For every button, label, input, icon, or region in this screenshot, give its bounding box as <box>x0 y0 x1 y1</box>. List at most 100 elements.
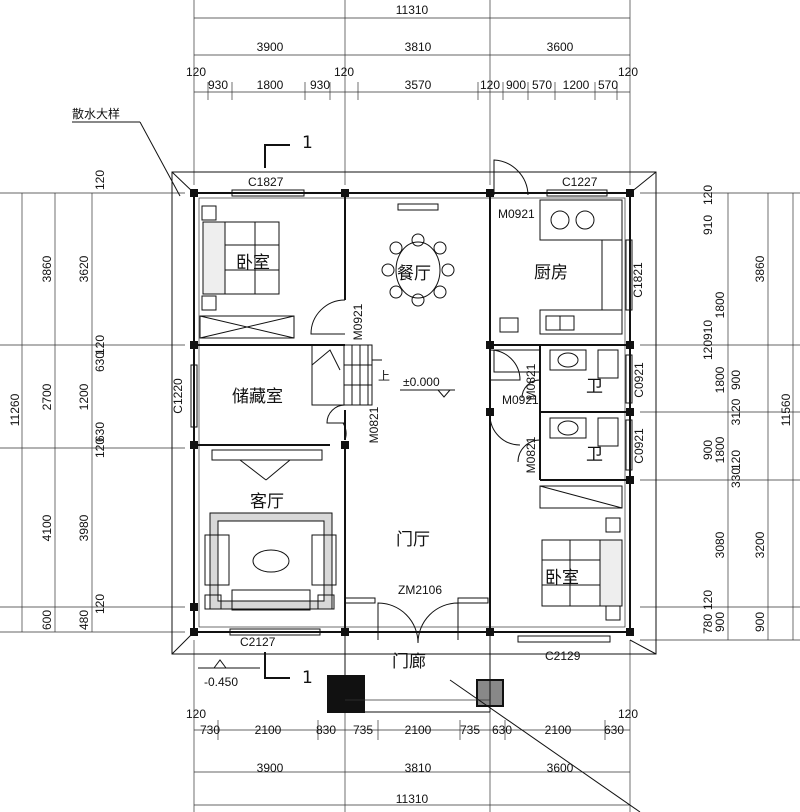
windows <box>190 189 633 643</box>
right-inner-dim-1: 1800 <box>713 291 727 318</box>
top-detail-dim-9: 570 <box>532 78 552 92</box>
detail-leader-line <box>139 121 181 197</box>
left-outer-dim-3: 4100 <box>40 514 54 541</box>
top-bay-dim-3: 3600 <box>547 40 574 54</box>
door-code-kitchen: M0921 <box>498 207 535 221</box>
room-label-hall: 门厅 <box>396 530 430 550</box>
bottom-detail-dim-1: 120 <box>186 707 206 721</box>
door-code-bedroom: M0921 <box>351 303 365 340</box>
bedroom-nw-furniture <box>199 205 295 339</box>
kitchen-fixtures <box>499 199 623 335</box>
right-inner-dim-4: 3080 <box>713 531 727 558</box>
right-small-dim-2: 910 <box>701 215 715 235</box>
top-detail-dim-4: 930 <box>310 78 330 92</box>
bottom-detail-dim-5: 735 <box>353 723 373 737</box>
room-label-storage: 储藏室 <box>232 387 283 407</box>
bottom-bay-dim-2: 3810 <box>405 761 432 775</box>
top-detail-dim-2: 930 <box>208 78 228 92</box>
left-inner-dim-3: 3980 <box>77 514 91 541</box>
top-detail-dim-10: 1200 <box>563 78 590 92</box>
top-detail-dim-5: 120 <box>334 65 354 79</box>
room-label-bath-2: 卫 <box>586 445 603 465</box>
right-outer-dim-2: 3200 <box>753 531 767 558</box>
door-code-bath-1b: M0921 <box>502 393 539 407</box>
left-dimensions <box>0 192 185 633</box>
apron-outline <box>171 171 657 655</box>
room-label-living: 客厅 <box>250 492 284 512</box>
right-small-dim-4: 120 <box>701 340 715 360</box>
room-label-dining: 餐厅 <box>397 264 431 284</box>
window-code-bottom-right: C2129 <box>545 649 581 663</box>
left-outer-dim-1: 3860 <box>40 255 54 282</box>
left-small-dim-3: 630 <box>93 352 107 372</box>
window-code-top-right: C1227 <box>562 175 598 189</box>
right-small-dim-5: 900 <box>729 370 743 390</box>
living-room-furniture <box>204 449 337 611</box>
columns <box>190 189 634 636</box>
window-code-bath-2: C0921 <box>632 428 646 464</box>
left-outer-dim-2: 2700 <box>40 383 54 410</box>
bottom-detail-dim-7: 735 <box>460 723 480 737</box>
top-bay-dim-1: 3900 <box>257 40 284 54</box>
window-code-top-left: C1827 <box>248 175 284 189</box>
bottom-total-dim: 11310 <box>396 792 429 806</box>
top-detail-dim-1: 120 <box>186 65 206 79</box>
left-small-dim-4: 630 <box>93 422 107 442</box>
room-label-bedroom-se: 卧室 <box>545 568 579 588</box>
right-small-dim-6: 3120 <box>729 398 743 425</box>
section-mark-bottom-line <box>264 652 290 679</box>
room-label-kitchen: 厨房 <box>534 263 568 283</box>
section-mark-top: 1 <box>302 133 313 153</box>
door-code-bath-2: M0821 <box>524 436 538 473</box>
room-label-bedroom-nw: 卧室 <box>236 253 270 273</box>
top-detail-dim-6: 3570 <box>405 78 432 92</box>
bottom-bay-dim-1: 3900 <box>257 761 284 775</box>
bottom-bay-dim-3: 3600 <box>547 761 574 775</box>
window-code-kitchen: C1821 <box>631 262 645 298</box>
bottom-detail-dim-9: 2100 <box>545 723 572 737</box>
bathroom-1-fixtures <box>493 349 619 379</box>
left-small-dim-6: 120 <box>93 594 107 614</box>
bottom-detail-dim-4: 830 <box>316 723 336 737</box>
window-code-bottom-left: C2127 <box>240 635 276 649</box>
right-small-dim-9: 900 <box>701 440 715 460</box>
outside-level: -0.450 <box>204 675 238 689</box>
right-inner-dim-3: 1800 <box>713 436 727 463</box>
right-small-dim-3: 910 <box>701 320 715 340</box>
section-mark-top-line <box>264 144 290 168</box>
right-inner-dim-5: 900 <box>713 612 727 632</box>
right-dimensions <box>640 192 800 641</box>
door-code-main: ZM2106 <box>398 583 442 597</box>
left-small-dim-1: 120 <box>93 170 107 190</box>
bottom-detail-dim-3: 2100 <box>255 723 282 737</box>
detail-label: 散水大样 <box>72 106 120 121</box>
door-code-bath-1a: M0821 <box>524 363 538 400</box>
right-total-dim: 11560 <box>779 393 793 426</box>
top-total-dim: 11310 <box>396 3 429 17</box>
right-outer-dim-1: 3860 <box>753 255 767 282</box>
top-dimensions <box>193 0 631 185</box>
bathroom-2-fixtures <box>539 417 623 509</box>
top-detail-dim-3: 1800 <box>257 78 284 92</box>
room-label-bath-1: 卫 <box>586 377 603 397</box>
top-detail-dim-7: 120 <box>480 78 500 92</box>
left-small-dim-2: 120 <box>93 335 107 355</box>
dining-table-icon <box>381 233 455 307</box>
doors <box>310 159 541 644</box>
left-outer-dim-4: 600 <box>40 610 54 630</box>
left-inner-dim-4: 480 <box>77 610 91 630</box>
top-bay-dim-2: 3810 <box>405 40 432 54</box>
bedroom-se-furniture <box>541 517 623 621</box>
left-total-dim: 11260 <box>8 393 22 426</box>
window-code-storage: C1220 <box>171 378 185 414</box>
right-outer-dim-3: 900 <box>753 612 767 632</box>
bottom-detail-dim-10: 630 <box>604 723 624 737</box>
top-detail-dim-11: 570 <box>598 78 618 92</box>
window-code-bath-1: C0921 <box>632 362 646 398</box>
left-inner-dim-2: 1200 <box>77 383 91 410</box>
right-inner-dim-2: 1800 <box>713 366 727 393</box>
top-detail-dim-8: 900 <box>506 78 526 92</box>
staircase <box>311 344 382 406</box>
